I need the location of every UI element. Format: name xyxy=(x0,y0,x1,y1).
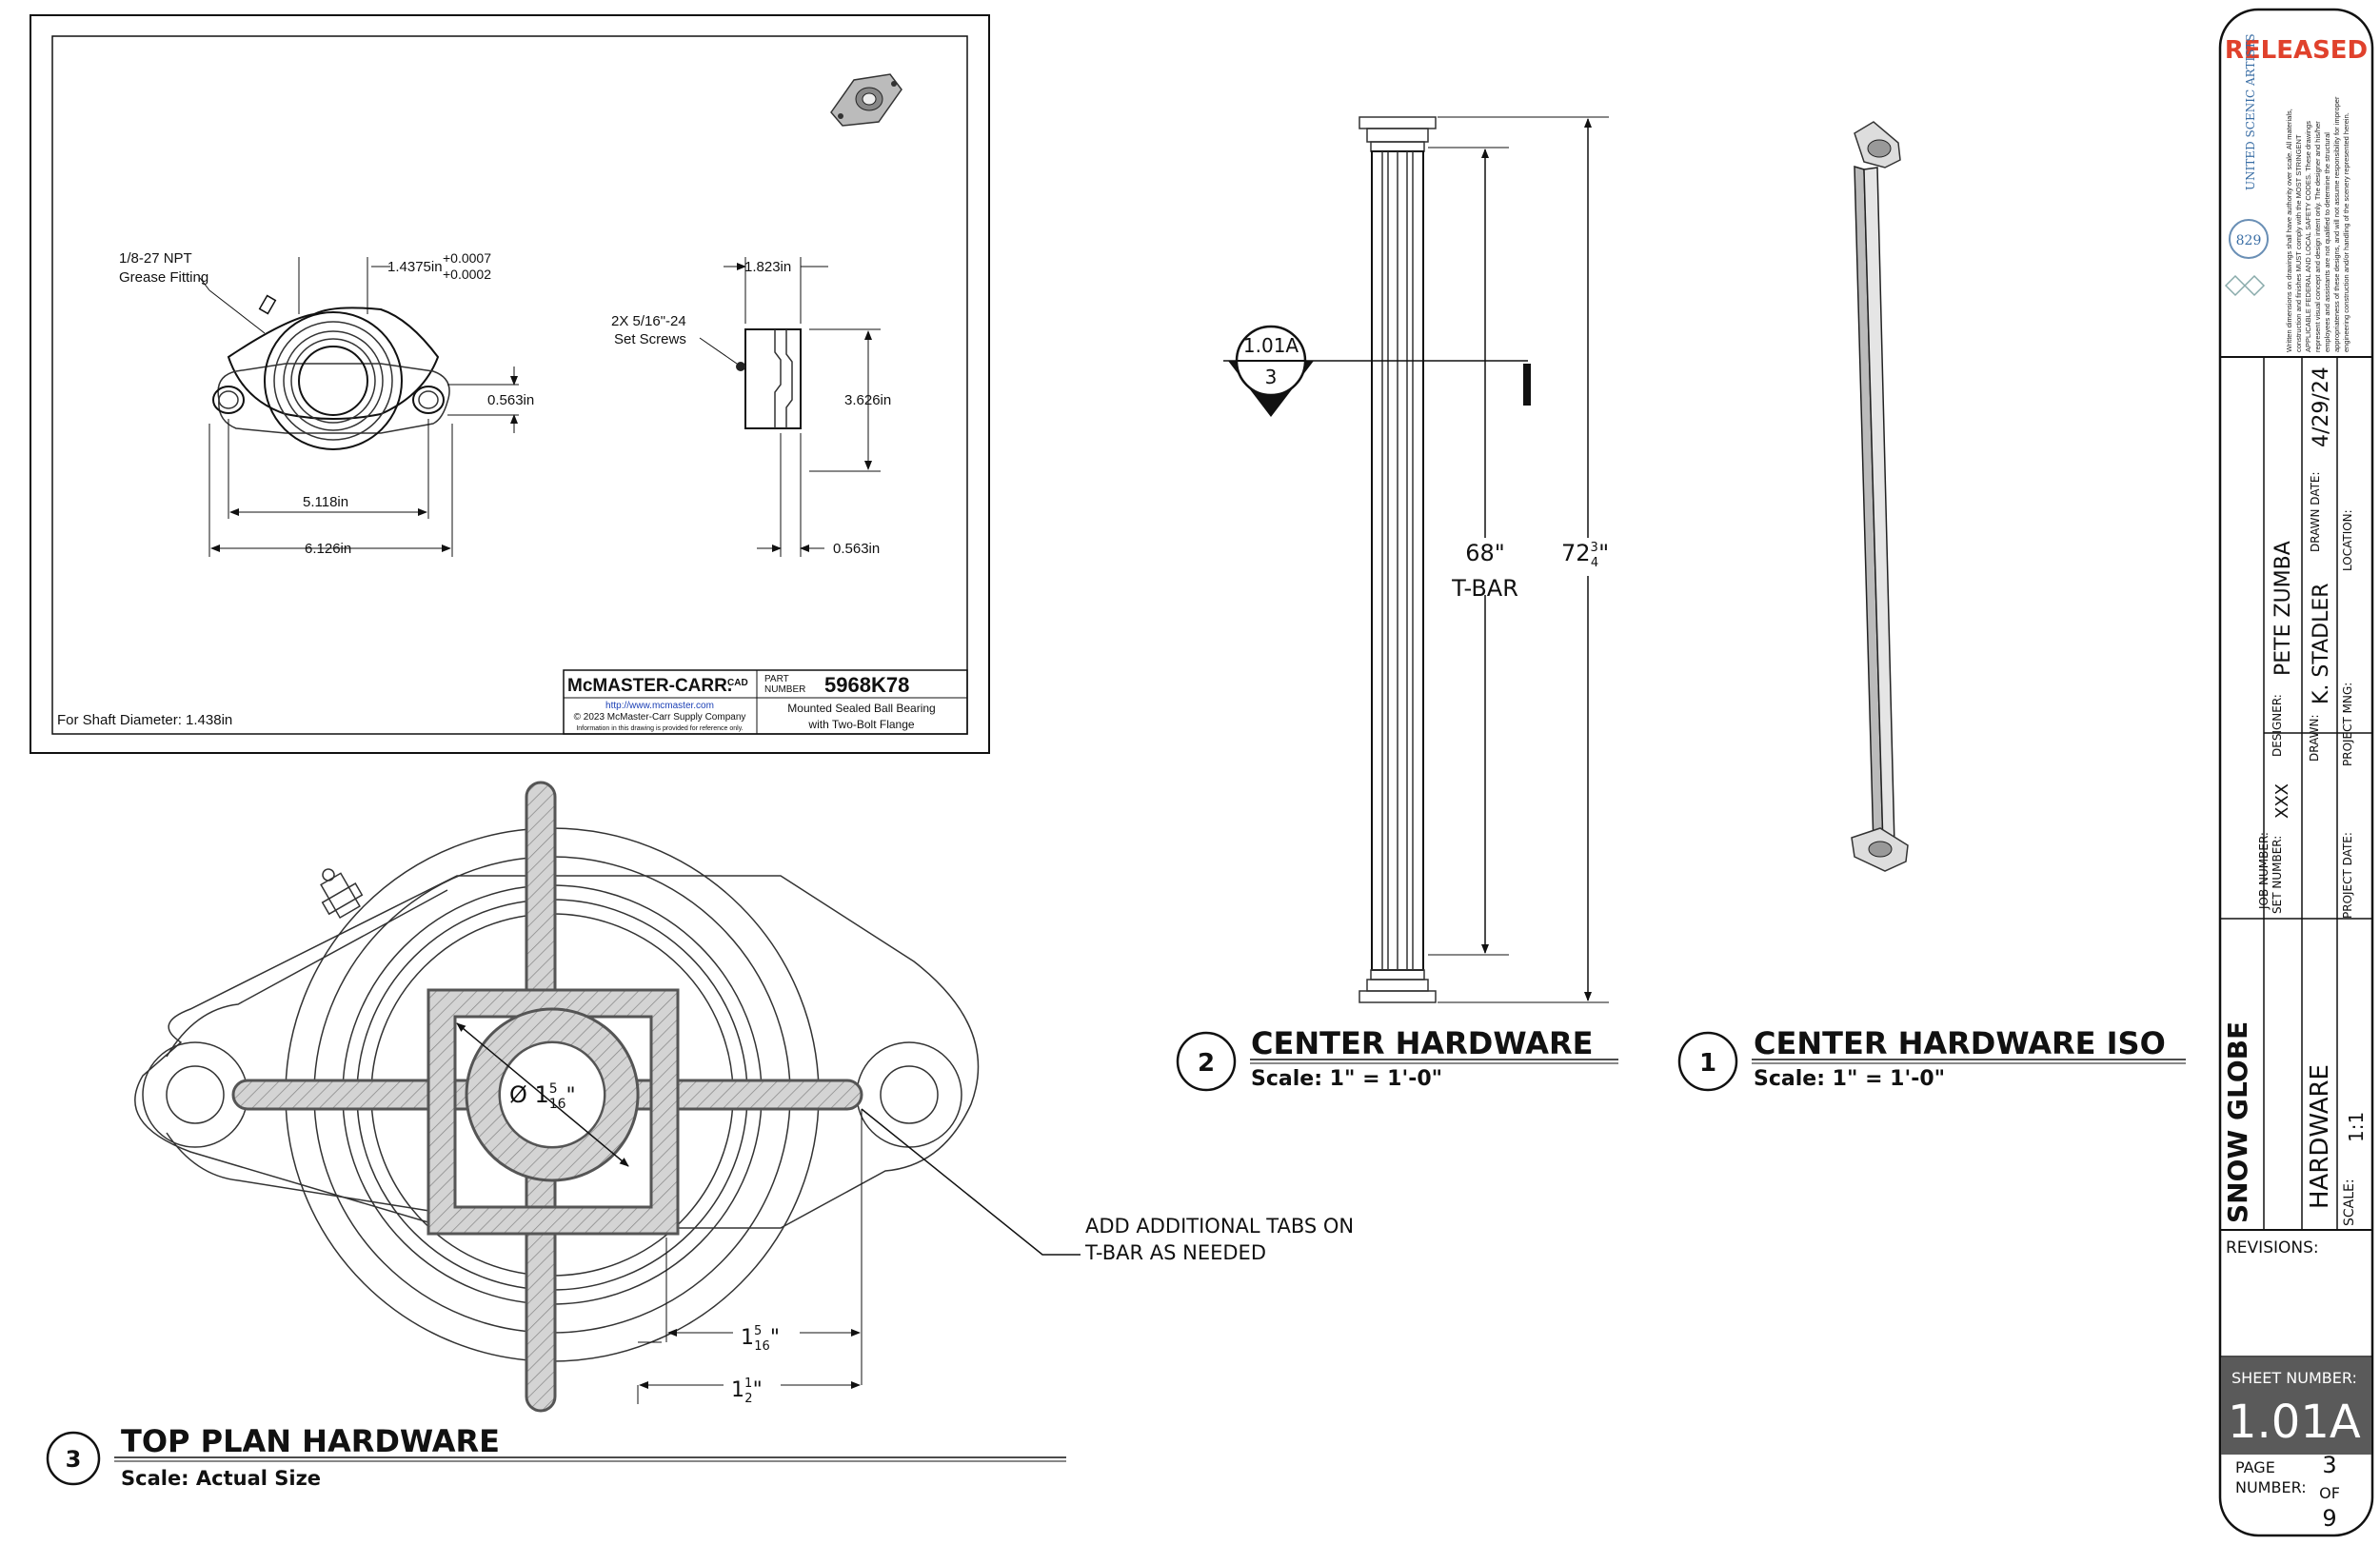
mcmaster-inner-frame xyxy=(51,35,968,735)
view-2-scale: Scale: 1" = 1'-0" xyxy=(1251,1067,1442,1091)
section-sheet: 3 xyxy=(1265,366,1278,388)
shaft-diameter-note: For Shaft Diameter: 1.438in xyxy=(57,712,232,728)
union-logo: 829 UNITED SCENIC ARTISTS xyxy=(2224,33,2269,297)
grease-fitting xyxy=(320,868,364,920)
view-1-bubble xyxy=(1677,1031,1738,1092)
revisions-label: REVISIONS: xyxy=(2226,1238,2319,1258)
mcmaster-disclaimer: Information in this drawing is provided … xyxy=(576,725,743,732)
location-label: LOCATION: xyxy=(2341,509,2354,571)
title-block: RELEASED 829 UNITED SCENIC ARTISTS Writt… xyxy=(2218,8,2374,1537)
mcmaster-outer-frame xyxy=(30,14,990,754)
legal-disclaimer: Written dimensions on drawings shall hav… xyxy=(2285,97,2350,352)
set-screws-label-2: Set Screws xyxy=(614,331,686,347)
page-number: 3 xyxy=(2322,1452,2336,1478)
part-description-2: with Two-Bolt Flange xyxy=(807,718,914,731)
set-screws-label-1: 2X 5/16"-24 xyxy=(611,313,686,329)
project-manager-label: PROJECT MNG: xyxy=(2341,683,2354,766)
bearing-side-view: 2X 5/16"-24 Set Screws 1.823in 3.626in 0… xyxy=(611,257,891,557)
side-height-dimension: 3.626in xyxy=(844,392,891,408)
part-number-label-2: NUMBER xyxy=(764,684,805,695)
release-status: RELEASED xyxy=(2225,36,2368,65)
view-3-title: TOP PLAN HARDWARE xyxy=(121,1423,500,1459)
tbar-tabs-note-1: ADD ADDITIONAL TABS ON xyxy=(1085,1215,1354,1238)
bolt-span-dimension: 5.118in xyxy=(303,494,348,510)
flange-outline xyxy=(134,875,980,1229)
bearing-front-view xyxy=(212,294,450,450)
sheet-number: 1.01A xyxy=(2228,1396,2361,1449)
mcmaster-reference-drawing: 1/8-27 NPT Grease Fitting 1.4375in +0.00… xyxy=(30,14,990,754)
mcmaster-copyright: © 2023 McMaster-Carr Supply Company xyxy=(574,712,746,723)
part-number-label-1: PART xyxy=(764,674,789,684)
grease-fitting-label-1: 1/8-27 NPT xyxy=(119,250,192,267)
mcmaster-logo: McMASTER-CARR. xyxy=(567,676,732,696)
view-2-bubble xyxy=(1176,1031,1237,1092)
center-hardware-iso-view: 1 CENTER HARDWARE ISO Scale: 1" = 1'-0" xyxy=(1677,121,2186,1092)
part-description-1: Mounted Sealed Ball Bearing xyxy=(787,702,935,715)
scale-label: SCALE: xyxy=(2342,1179,2357,1226)
tbar-length-dimension: 68" xyxy=(1465,540,1505,566)
page-label-1: PAGE xyxy=(2235,1458,2275,1476)
flange-thickness-dimension: 0.563in xyxy=(487,392,534,408)
side-base-dimension: 0.563in xyxy=(833,541,880,557)
drawn-date-label: DRAWN DATE: xyxy=(2309,471,2322,552)
tbar-tabs-note-2: T-BAR AS NEEDED xyxy=(1084,1241,1266,1264)
grease-fitting-label-2: Grease Fitting xyxy=(119,269,208,286)
right-bolt-boss xyxy=(856,1041,962,1148)
sheet-title: HARDWARE xyxy=(2306,1064,2334,1209)
page-total: 9 xyxy=(2322,1505,2336,1532)
view-3-number: 3 xyxy=(66,1446,82,1473)
bearing-iso-icon xyxy=(830,73,902,127)
mcmaster-cad-mark: CAD xyxy=(727,678,748,688)
title-block-frame xyxy=(2218,8,2374,1537)
tbar-label: T-BAR xyxy=(1451,575,1518,602)
bore-dimension: 1.4375in xyxy=(387,259,443,275)
sheet-number-band xyxy=(2221,1357,2371,1455)
view-3-scale: Scale: Actual Size xyxy=(121,1467,321,1490)
drawn-by: K. STADLER xyxy=(2310,583,2333,704)
set-number: XXX xyxy=(2272,783,2292,819)
view-3-bubble xyxy=(46,1431,101,1486)
mcmaster-title-box: McMASTER-CARR. CAD PART NUMBER 5968K78 h… xyxy=(563,669,968,735)
designer-label: DESIGNER: xyxy=(2271,694,2284,757)
section-reference: 1.01A xyxy=(1243,334,1299,357)
sheet-number-label: SHEET NUMBER: xyxy=(2231,1369,2357,1387)
drawn-date: 4/29/24 xyxy=(2310,366,2333,447)
bore-tolerance-minus: +0.0002 xyxy=(443,267,491,282)
project-date-label: PROJECT DATE: xyxy=(2341,832,2354,919)
view-1-scale: Scale: 1" = 1'-0" xyxy=(1754,1067,1945,1091)
front-view-dimensions: 1/8-27 NPT Grease Fitting 1.4375in +0.00… xyxy=(119,250,534,557)
view-1-number: 1 xyxy=(1699,1049,1716,1078)
view-1-title: CENTER HARDWARE ISO xyxy=(1754,1025,2166,1061)
view-2-title: CENTER HARDWARE xyxy=(1251,1025,1593,1061)
page-label-2: NUMBER: xyxy=(2235,1478,2307,1496)
local-number: 829 xyxy=(2236,233,2262,248)
designer-name: PETE ZUMBA xyxy=(2271,541,2295,676)
bore-tolerance-plus: +0.0007 xyxy=(443,250,491,266)
drawn-label: DRAWN: xyxy=(2308,714,2321,762)
part-number: 5968K78 xyxy=(824,673,909,697)
union-name: UNITED SCENIC ARTISTS xyxy=(2244,33,2257,190)
side-width-dimension: 1.823in xyxy=(744,259,791,275)
set-number-label: SET NUMBER: xyxy=(2271,836,2284,914)
view-2-number: 2 xyxy=(1198,1049,1215,1078)
scale-value: 1:1 xyxy=(2345,1112,2368,1142)
overall-length-dimension: 6.126in xyxy=(305,541,351,557)
project-name: SNOW GLOBE xyxy=(2222,1021,2253,1223)
mcmaster-url[interactable]: http://www.mcmaster.com xyxy=(605,701,714,711)
of-label: OF xyxy=(2319,1484,2340,1502)
job-number-label: JOB NUMBER: xyxy=(2257,832,2271,910)
